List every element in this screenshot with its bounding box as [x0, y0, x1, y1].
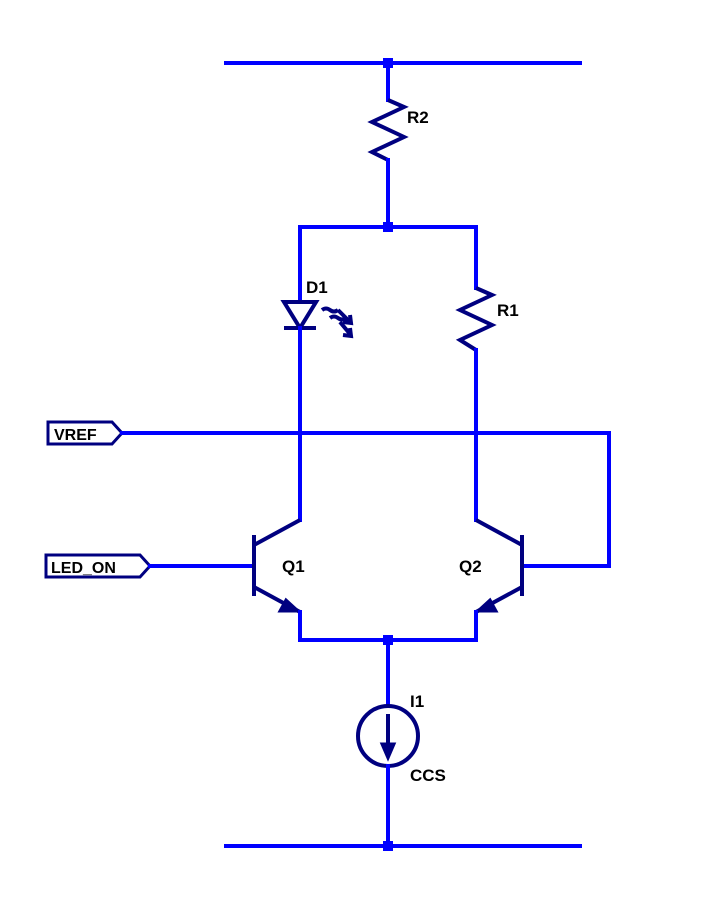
i1-current-source[interactable]	[356, 704, 420, 768]
i1-value-label: CCS	[410, 766, 446, 785]
junction-tail-node	[383, 635, 393, 645]
i1-arrow-head-icon	[379, 742, 397, 762]
junction-top-rail	[383, 58, 393, 68]
led-on-flag-label: LED_ON	[51, 560, 116, 577]
q2-emitter-arrow	[474, 597, 499, 613]
vref-flag[interactable]: VREF	[46, 420, 125, 446]
r1-resistor[interactable]	[455, 286, 497, 352]
r1-label: R1	[497, 301, 519, 320]
d1-triangle	[280, 300, 320, 332]
r2-resistor[interactable]	[367, 98, 409, 162]
i1-label: I1	[410, 692, 424, 711]
vref-flag-label: VREF	[54, 427, 97, 444]
q2-transistor[interactable]	[474, 518, 524, 614]
q2-label: Q2	[459, 557, 482, 576]
q1-transistor[interactable]	[252, 518, 302, 614]
d1-label: D1	[306, 278, 328, 297]
junction-upper-node	[383, 222, 393, 232]
r2-label: R2	[407, 108, 429, 127]
q2-collector-lead	[475, 518, 523, 547]
d1-led[interactable]	[280, 300, 320, 332]
q1-emitter-arrow	[277, 597, 302, 613]
led-on-flag[interactable]: LED_ON	[44, 553, 153, 579]
q1-label: Q1	[282, 557, 305, 576]
q1-collector-lead	[253, 518, 301, 547]
light-emission-icon	[320, 306, 354, 339]
junction-bottom-rail	[383, 841, 393, 851]
